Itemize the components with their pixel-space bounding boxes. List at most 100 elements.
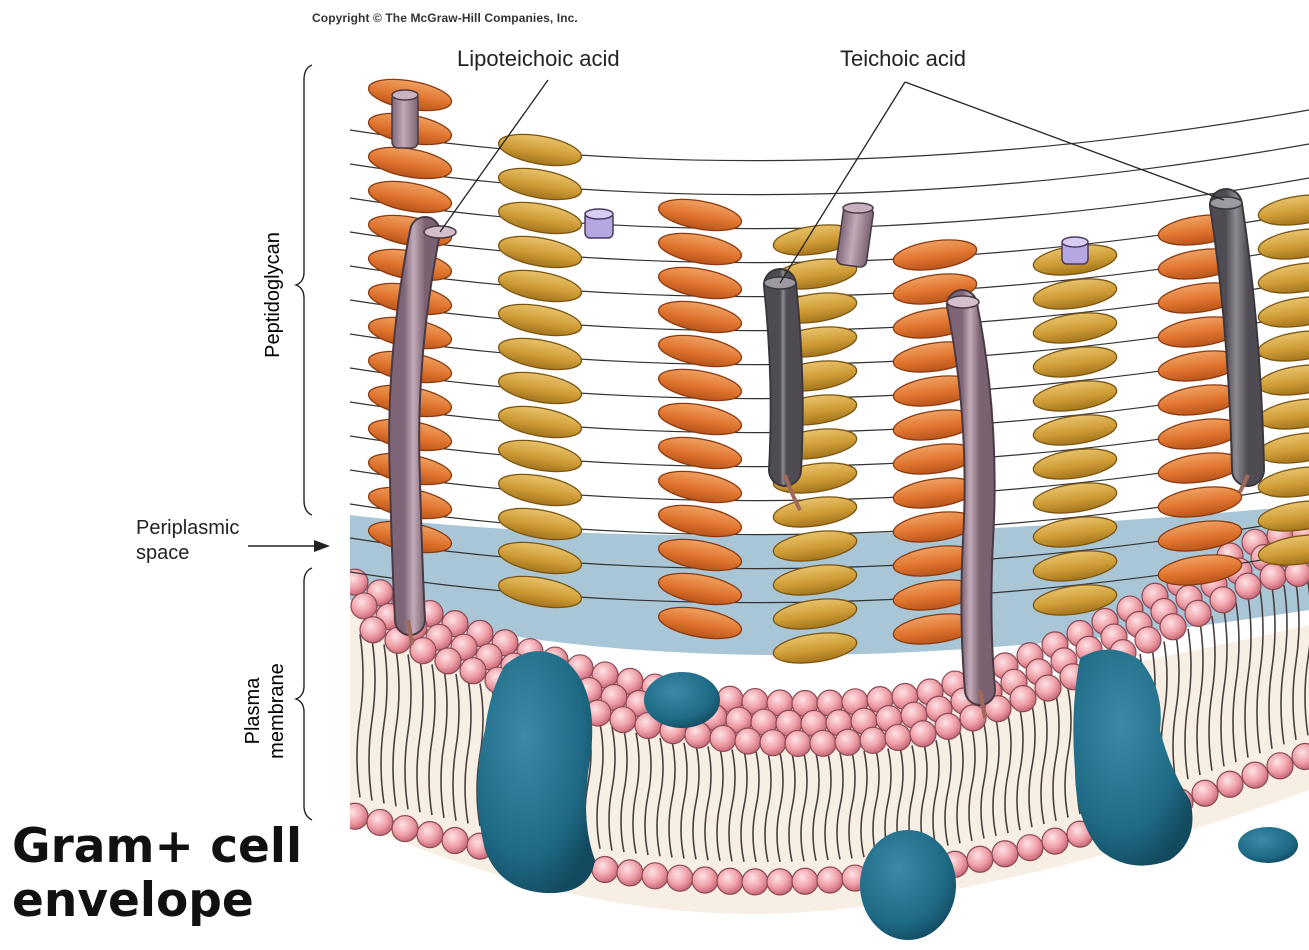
phospholipid-head [1010,686,1036,712]
phospholipid-head [992,841,1018,867]
nam-sugar [496,435,584,477]
title-line1: Gram+ cell [12,820,302,874]
phospholipid-head [1017,835,1043,861]
phospholipid-head [692,867,718,893]
periplasmic-arrow [248,540,330,552]
periplasmic-label-line2: space [136,541,239,566]
phospholipid-head [817,867,843,893]
title-line2: envelope [12,874,302,928]
phospholipid-head [1210,587,1236,613]
nam-sugar [1256,326,1309,365]
phospholipid-head [1192,780,1218,806]
nag-sugar [656,398,744,440]
membrane-protein-5 [1238,827,1298,863]
figure-title: Gram+ cell envelope [12,820,302,928]
phospholipid-head [1267,753,1293,779]
phospholipid-head [410,638,436,664]
nag-sugar [656,466,744,508]
plasma-label-line1: Plasma [241,661,265,761]
phospholipid-head [785,730,811,756]
phospholipid-head [835,729,861,755]
nam-sugar [1256,258,1309,297]
nam-sugar [1031,274,1118,313]
teichoic-leader-2 [905,82,1224,200]
teichoic-acid-rod-2 [1210,197,1248,492]
nam-sugar [1031,308,1118,347]
nam-sugar [771,492,858,531]
periplasmic-label-line1: Periplasmic [136,516,239,541]
phospholipid-head [592,856,618,882]
teichoic-acid-label: Teichoic acid [840,46,966,72]
nam-sugar [1031,376,1118,415]
phospholipid-head [1042,828,1068,854]
phospholipid-head [860,727,886,753]
phospholipid-head [367,809,393,835]
nam-sugar [1031,444,1118,483]
phospholipid-head [1235,573,1261,599]
nam-sugar [1031,342,1118,381]
nam-sugar [1256,224,1309,263]
nag-sugar [656,194,744,236]
phospholipid-head [910,721,936,747]
phospholipid-head [642,863,668,889]
phospholipid-head [442,827,468,853]
phospholipid-head [417,822,443,848]
phospholipid-head [435,648,461,674]
phospholipid-head [1035,675,1061,701]
nam-sugar [1256,190,1309,229]
phospholipid-head [760,730,786,756]
phospholipid-head [967,846,993,872]
nag-sugar [656,330,744,372]
phospholipid-head [392,816,418,842]
phospholipid-head [735,728,761,754]
nam-sugar [496,367,584,409]
side-braces [296,65,312,820]
phospholipid-head [667,865,693,891]
nag-sugar [656,296,744,338]
plasma-label-line2: membrane [265,661,289,761]
nam-sugar [1256,292,1309,331]
phospholipid-head [885,724,911,750]
nam-sugar [1031,478,1118,517]
phospholipid-head [1260,564,1286,590]
nag-sugar [891,235,978,274]
phospholipid-head [351,593,377,619]
nam-sugar [1256,360,1309,399]
nag-sugar [1156,448,1243,487]
nam-sugar [496,299,584,341]
nam-sugar [496,163,584,205]
nam-sugar [496,265,584,307]
nam-sugar [1256,394,1309,433]
nam-sugar [1031,410,1118,449]
nam-sugar [496,469,584,511]
phospholipid-head [1242,762,1268,788]
phospholipid-head [460,658,486,684]
surface-rod-tips [392,90,1088,268]
phospholipid-head [935,713,961,739]
phospholipid-head [810,730,836,756]
nag-sugar [656,262,744,304]
phospholipid-head [342,803,368,829]
phospholipid-head [360,617,386,643]
phospholipid-head [792,868,818,894]
periplasmic-space-label: Periplasmic space [136,516,239,566]
phospholipid-head [617,860,643,886]
nag-sugar [656,432,744,474]
phospholipid-head [1217,771,1243,797]
lipoteichoic-acid-label: Lipoteichoic acid [457,46,620,72]
nam-sugar [496,197,584,239]
membrane-protein-4 [860,830,956,940]
phospholipid-head [610,707,636,733]
nag-sugar [656,364,744,406]
nam-sugar [496,231,584,273]
copyright-notice: Copyright © The McGraw-Hill Companies, I… [312,11,578,25]
teichoic-acid-rod-1 [764,277,800,510]
plasma-membrane-label: Plasma membrane [241,661,291,761]
membrane-protein-2 [644,672,720,728]
phospholipid-head [1160,614,1186,640]
phospholipid-head [742,869,768,895]
nam-sugar [496,401,584,443]
plasma-membrane-brace [296,568,312,820]
peptidoglycan-label: Peptidoglycan [261,230,285,360]
